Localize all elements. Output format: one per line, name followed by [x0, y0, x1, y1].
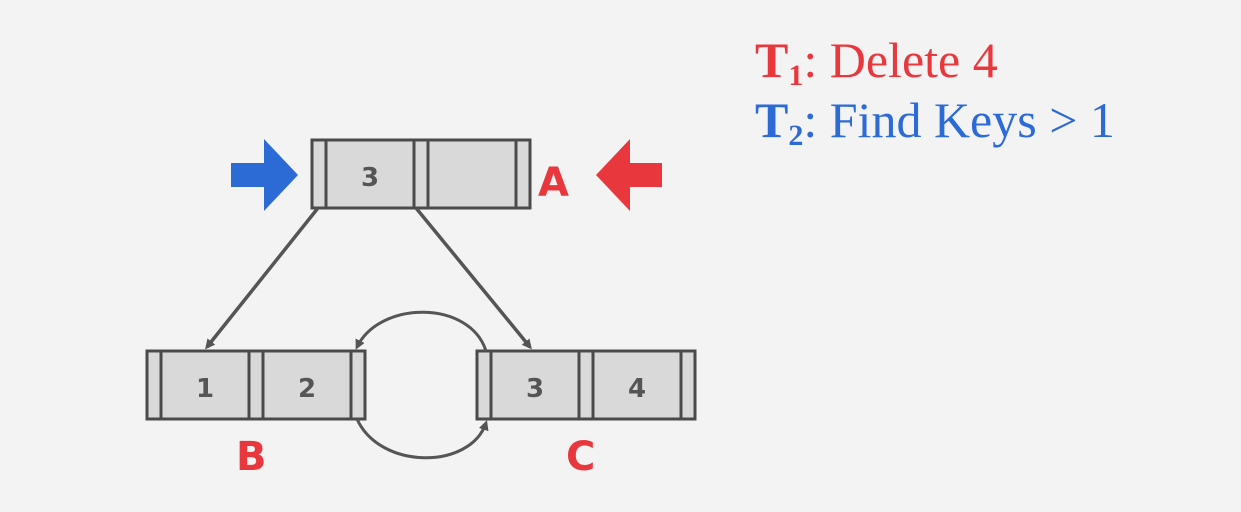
edge-a-to-b: [205, 206, 320, 350]
t1-text: : Delete 4: [803, 32, 998, 88]
node-c-key-1: 3: [526, 374, 544, 404]
node-a: 3: [310, 138, 532, 210]
t2-text: : Find Keys > 1: [803, 92, 1115, 148]
sibling-link-b-to-c: [355, 418, 489, 460]
edge-a-to-c: [414, 206, 532, 350]
node-b-key-2: 2: [298, 374, 316, 404]
transaction-t2: T2: Find Keys > 1: [755, 90, 1115, 152]
node-c: 3 4: [475, 349, 697, 421]
sibling-link-c-to-b: [355, 310, 488, 352]
node-b-key-1: 1: [196, 374, 214, 404]
t2-subscript: 2: [788, 119, 804, 152]
node-a-label: A: [538, 160, 569, 206]
node-b-label: B: [236, 434, 267, 480]
transaction-t1: T1: Delete 4: [755, 30, 1115, 92]
arrow-right-icon: [231, 139, 298, 211]
transaction-legend: T1: Delete 4 T2: Find Keys > 1: [755, 30, 1115, 152]
t1-prefix: T: [755, 32, 789, 88]
arrow-left-icon: [596, 139, 662, 211]
node-b: 1 2: [145, 349, 367, 421]
t1-subscript: 1: [788, 59, 804, 92]
t2-prefix: T: [755, 92, 789, 148]
node-c-label: C: [566, 434, 595, 480]
node-a-key-1: 3: [361, 163, 379, 193]
node-c-key-2: 4: [628, 374, 646, 404]
